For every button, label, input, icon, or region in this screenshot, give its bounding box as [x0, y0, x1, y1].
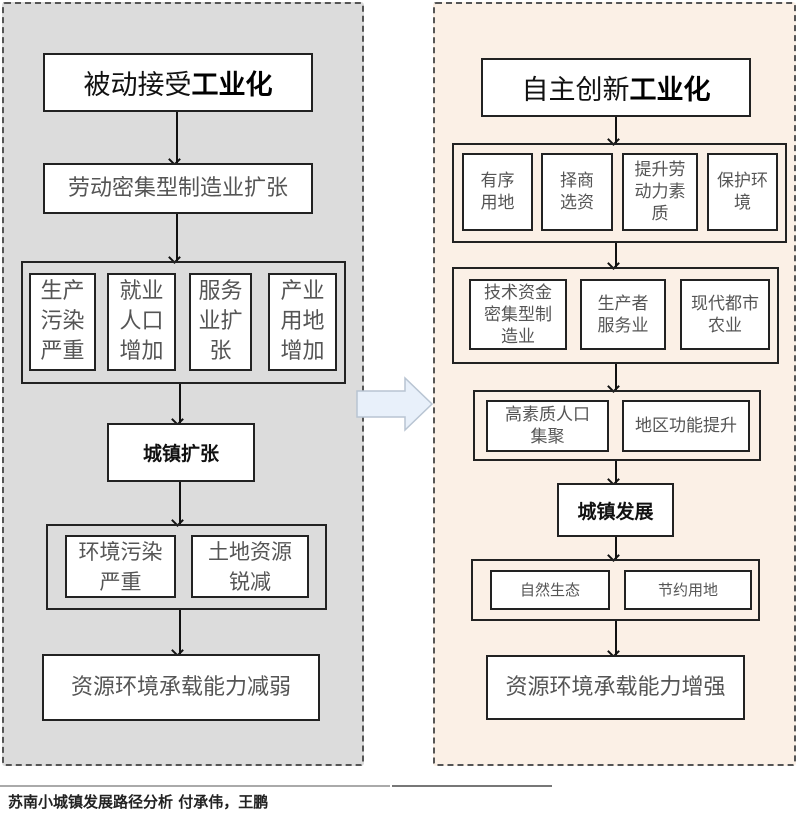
left-effect-box-3: 产业用地增加 [268, 273, 337, 371]
figure-caption: 苏南小城镇发展路径分析 付承伟，王鹏 [8, 793, 269, 811]
passive-industrialization-panel [2, 2, 364, 766]
right-title-box: 自主创新工业化 [481, 58, 751, 117]
left-result-box: 资源环境承载能力减弱 [42, 654, 320, 721]
caption-divider-dark [392, 785, 552, 787]
left-effect-box-0: 生产污染严重 [29, 273, 96, 371]
right-industry-box-0: 技术资金密集型制造业 [469, 279, 567, 350]
land-saving-box: 节约用地 [624, 570, 752, 610]
left-effect-box-1: 就业人口增加 [107, 273, 176, 371]
right-title-bold: 工业化 [629, 75, 711, 106]
right-result-box: 资源环境承载能力增强 [486, 655, 745, 720]
arrow-down-icon [179, 610, 181, 654]
arrow-down-icon [615, 621, 617, 655]
labor-intensive-box: 劳动密集型制造业扩张 [43, 163, 313, 214]
regional-function-box: 地区功能提升 [622, 400, 750, 452]
arrow-down-icon [179, 482, 181, 524]
right-industry-box-1: 生产者服务业 [580, 279, 666, 350]
arrow-down-icon [615, 461, 617, 483]
right-arrow-icon [356, 376, 434, 432]
caption-divider [0, 785, 390, 787]
right-industry-box-2: 现代都市农业 [680, 279, 770, 350]
land-loss-box: 土地资源锐减 [191, 535, 309, 598]
right-policy-box-3: 保护环境 [707, 153, 778, 231]
talent-agglomeration-box: 高素质人口集聚 [486, 400, 609, 452]
town-expansion-box: 城镇扩张 [107, 423, 255, 482]
right-title-regular: 自主创新 [521, 75, 630, 106]
right-outcomes-group [471, 559, 760, 621]
left-effects-group [21, 261, 346, 384]
left-title-bold: 工业化 [191, 70, 273, 101]
arrow-down-icon [615, 537, 617, 559]
arrow-down-icon [179, 384, 181, 423]
arrow-down-icon [615, 364, 617, 390]
right-policy-box-0: 有序用地 [462, 153, 533, 231]
left-consequences-group [46, 524, 327, 610]
right-policy-group [452, 143, 787, 243]
natural-ecology-box: 自然生态 [490, 570, 610, 610]
left-title-box: 被动接受工业化 [43, 53, 313, 112]
right-industry-group [452, 267, 779, 364]
right-population-group [473, 390, 761, 461]
town-development-box: 城镇发展 [557, 483, 674, 537]
right-policy-box-1: 择商选资 [541, 153, 613, 231]
left-title-regular: 被动接受 [83, 70, 192, 101]
pollution-box: 环境污染严重 [65, 535, 176, 598]
arrow-down-icon [615, 243, 617, 267]
left-effect-box-2: 服务业扩张 [189, 273, 252, 371]
arrow-down-icon [615, 117, 617, 143]
arrow-down-icon [176, 112, 178, 163]
arrow-down-icon [176, 214, 178, 261]
right-policy-box-2: 提升劳动力素质 [622, 153, 698, 231]
